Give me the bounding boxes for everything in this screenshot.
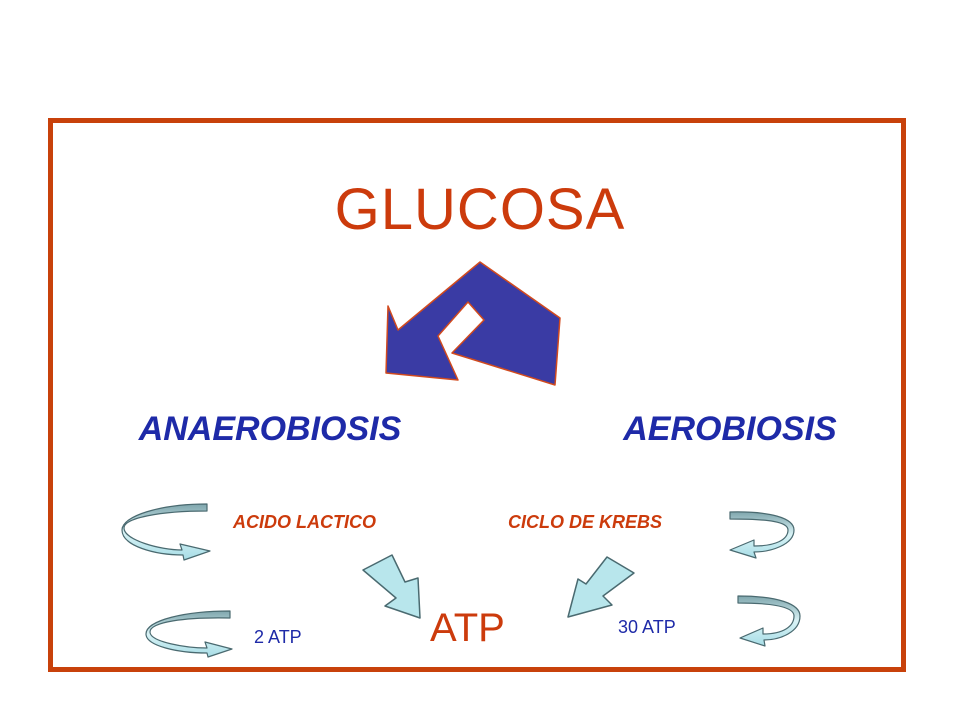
atp-yield-right: 30 ATP [618, 617, 676, 637]
diagram-title: GLUCOSA [334, 177, 626, 242]
branch-label-aerobiosis: AEROBIOSIS [623, 410, 837, 448]
atp-yield-left: 2 ATP [254, 627, 302, 647]
split-arrow-icon [385, 261, 561, 386]
product-label-ciclo-krebs: CICLO DE KREBS [508, 512, 663, 532]
down-arrow-right-icon [567, 556, 635, 618]
cycle-arrow-bottom-left-icon [145, 610, 233, 658]
atp-label: ATP [430, 606, 505, 650]
cycle-arrow-top-right-icon [729, 511, 795, 559]
cycle-arrow-bottom-right-icon [737, 595, 801, 647]
product-label-acido-lactico: ACIDO LACTICO [233, 512, 376, 532]
diagram-frame [48, 118, 906, 672]
cycle-arrow-top-left-icon [121, 503, 211, 561]
branch-label-anaerobiosis: ANAEROBIOSIS [138, 410, 402, 448]
down-arrow-left-icon [362, 554, 421, 619]
